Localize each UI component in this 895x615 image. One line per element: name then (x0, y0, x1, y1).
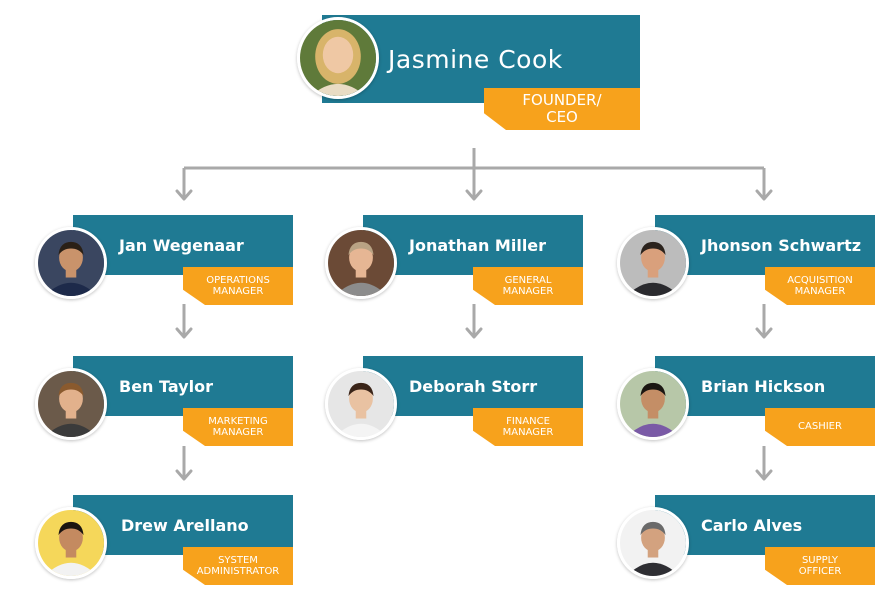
employee-avatar (35, 507, 107, 579)
employee-name: Deborah Storr (409, 376, 538, 396)
employee-title-tag: OPERATIONS MANAGER (183, 267, 293, 305)
person-photo-icon (328, 230, 394, 296)
employee-name-bar: Jonathan Miller (363, 215, 583, 275)
ceo-photo-icon (300, 20, 376, 96)
person-photo-icon (620, 510, 686, 576)
employee-name-bar: Brian Hickson (655, 356, 875, 416)
employee-name-bar: Deborah Storr (363, 356, 583, 416)
employee-title-tag: CASHIER (765, 408, 875, 446)
employee-avatar (617, 507, 689, 579)
employee-title-tag: MARKETING MANAGER (183, 408, 293, 446)
employee-name: Brian Hickson (701, 376, 826, 396)
employee-name-bar: Jhonson Schwartz (655, 215, 875, 275)
employee-title-tag: ACQUISITION MANAGER (765, 267, 875, 305)
employee-name: Jonathan Miller (409, 235, 547, 255)
employee-name: Drew Arellano (121, 515, 249, 535)
employee-avatar (617, 227, 689, 299)
employee-title-tag: GENERAL MANAGER (473, 267, 583, 305)
employee-name: Ben Taylor (119, 376, 213, 396)
ceo-avatar (297, 17, 379, 99)
ceo-name: Jasmine Cook (388, 44, 563, 74)
employee-name: Jhonson Schwartz (701, 235, 862, 255)
employee-name-bar: Ben Taylor (73, 356, 293, 416)
employee-name-bar: Carlo Alves (655, 495, 875, 555)
person-photo-icon (38, 230, 104, 296)
ceo-name-bar: Jasmine Cook (322, 15, 640, 103)
employee-avatar (325, 368, 397, 440)
employee-name: Jan Wegenaar (119, 235, 244, 255)
person-photo-icon (38, 510, 104, 576)
employee-title-tag: SYSTEM ADMINISTRATOR (183, 547, 293, 585)
person-photo-icon (620, 371, 686, 437)
employee-name: Carlo Alves (701, 515, 803, 535)
ceo-title-tag: FOUNDER/ CEO (484, 88, 640, 130)
person-photo-icon (620, 230, 686, 296)
employee-avatar (617, 368, 689, 440)
employee-name-bar: Jan Wegenaar (73, 215, 293, 275)
person-photo-icon (328, 371, 394, 437)
employee-avatar (325, 227, 397, 299)
employee-avatar (35, 227, 107, 299)
person-photo-icon (38, 371, 104, 437)
employee-avatar (35, 368, 107, 440)
employee-name-bar: Drew Arellano (73, 495, 293, 555)
employee-title-tag: FINANCE MANAGER (473, 408, 583, 446)
employee-title-tag: SUPPLY OFFICER (765, 547, 875, 585)
